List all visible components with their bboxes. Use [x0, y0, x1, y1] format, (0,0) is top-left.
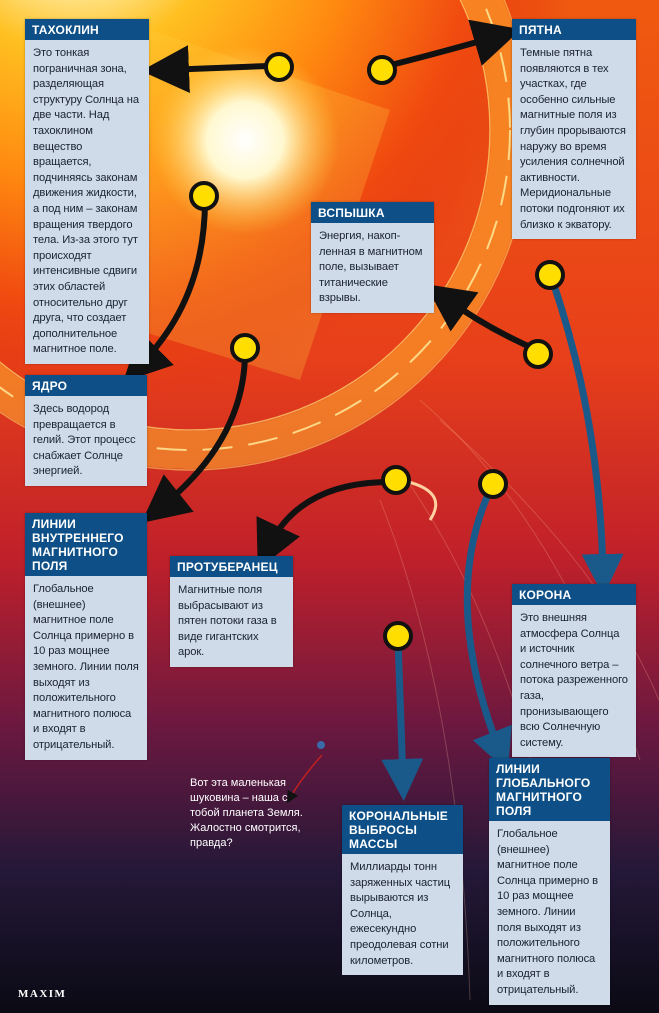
prominence-title: ПРОТУБЕРАНЕЦ: [170, 556, 293, 577]
corona-text: Это внешняя атмосфера Солнца и источник …: [520, 612, 628, 749]
core-text: Здесь водород превращается в гелий. Этот…: [33, 403, 136, 478]
global-field-text: Глобальное (внешнее) магнитное поле Солн…: [497, 828, 598, 996]
maxim-logo: MAXIM: [18, 988, 67, 1000]
inner-field-title: ЛИНИИ ВНУТРЕННЕГО МАГНИТНОГО ПОЛЯ: [25, 513, 147, 576]
flare-marker[interactable]: [523, 339, 553, 369]
tachocline-text: Это тонкая пограничная зона, разделяющая…: [33, 47, 139, 356]
cme-marker[interactable]: [383, 621, 413, 651]
global-field-marker[interactable]: [478, 469, 508, 499]
flare-box: ВСПЫШКА Энергия, накоп-ленная в магнитно…: [311, 202, 434, 313]
earth-note: Вот эта маленькая шуковина – наша с тобо…: [190, 777, 303, 849]
cme-title: КОРОНАЛЬНЫЕ ВЫБРОСЫ МАССЫ: [342, 805, 463, 854]
global-field-title: ЛИНИИ ГЛОБАЛЬНОГО МАГНИТНОГО ПОЛЯ: [489, 758, 610, 821]
cme-text: Миллиарды тонн заряженных частиц вырываю…: [350, 861, 451, 967]
inner-field-marker[interactable]: [230, 333, 260, 363]
spots-title: ПЯТНА: [512, 19, 636, 40]
spots-text: Темные пятна появляются в тех участках, …: [520, 47, 626, 231]
spots-box: ПЯТНА Темные пятна появляются в тех учас…: [512, 19, 636, 240]
prominence-marker[interactable]: [381, 465, 411, 495]
inner-field-box: ЛИНИИ ВНУТРЕННЕГО МАГНИТНОГО ПОЛЯ Глобал…: [25, 513, 147, 760]
prominence-text: Магнитные поля выбрасывают из пятен пото…: [178, 584, 277, 659]
tachocline-title: ТАХОКЛИН: [25, 19, 149, 40]
corona-box: КОРОНА Это внешняя атмосфера Солнца и ис…: [512, 584, 636, 758]
tachocline-box: ТАХОКЛИН Это тонкая пограничная зона, ра…: [25, 19, 149, 364]
spots-marker[interactable]: [367, 55, 397, 85]
cme-box: КОРОНАЛЬНЫЕ ВЫБРОСЫ МАССЫ Миллиарды тонн…: [342, 805, 463, 976]
inner-field-text: Глобальное (внешнее) магнитное поле Солн…: [33, 583, 139, 751]
tachocline-marker[interactable]: [264, 52, 294, 82]
flare-title: ВСПЫШКА: [311, 202, 434, 223]
flare-text: Энергия, накоп-ленная в магнитном поле, …: [319, 230, 423, 305]
corona-title: КОРОНА: [512, 584, 636, 605]
core-title: ЯДРО: [25, 375, 147, 396]
core-box: ЯДРО Здесь водород превращается в гелий.…: [25, 375, 147, 486]
spots-lower-marker[interactable]: [535, 260, 565, 290]
global-field-box: ЛИНИИ ГЛОБАЛЬНОГО МАГНИТНОГО ПОЛЯ Глобал…: [489, 758, 610, 1005]
core-marker[interactable]: [189, 181, 219, 211]
prominence-box: ПРОТУБЕРАНЕЦ Магнитные поля выбрасывают …: [170, 556, 293, 667]
